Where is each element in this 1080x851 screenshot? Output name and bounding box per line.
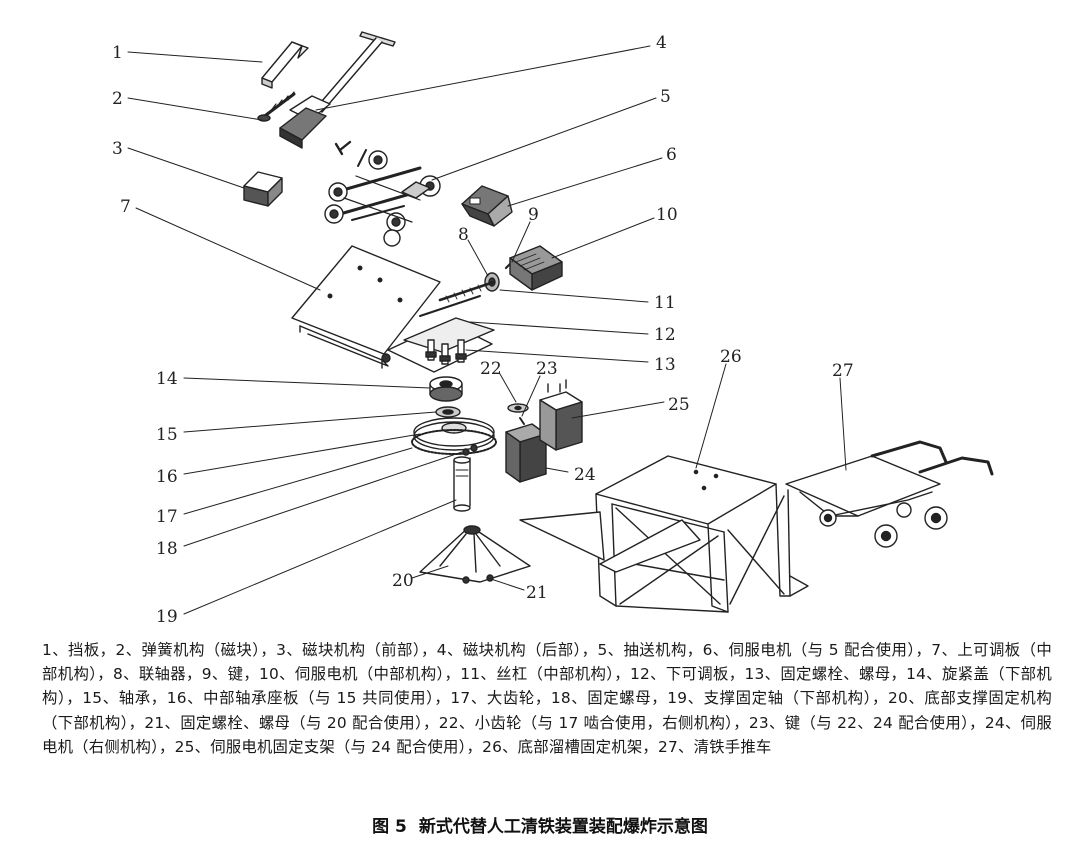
leader-12 — [469, 321, 649, 335]
leader-1 — [127, 51, 263, 63]
part-10-servo-motor-middle-drawing — [509, 245, 563, 291]
label-23: 23 — [536, 359, 558, 379]
label-4: 4 — [656, 33, 667, 53]
label-18: 18 — [156, 539, 178, 559]
label-12: 12 — [654, 325, 676, 345]
figure-number: 图 5 — [372, 817, 407, 837]
part-18-fixing-nuts-drawing — [462, 444, 478, 456]
leader-11 — [499, 289, 649, 303]
part-5-conveying-mechanism-drawing — [324, 140, 441, 247]
part-4-magnet-block-rear-drawing — [279, 31, 396, 149]
label-16: 16 — [156, 467, 178, 487]
leader-23 — [521, 375, 541, 417]
part-11-lead-screw-drawing — [438, 280, 496, 303]
part-13-fixing-bolts-drawing — [425, 339, 467, 365]
part-3-magnet-block-front-drawing — [243, 171, 283, 207]
label-17: 17 — [156, 507, 178, 527]
label-14: 14 — [156, 369, 178, 389]
label-9: 9 — [528, 205, 539, 225]
leader-26 — [695, 363, 727, 469]
part-2-spring-mechanism-drawing — [257, 91, 296, 122]
part-6-servo-motor-drawing — [461, 185, 513, 227]
leader-2 — [127, 97, 263, 121]
label-26: 26 — [720, 347, 742, 367]
leader-5 — [431, 97, 657, 181]
label-10: 10 — [656, 205, 678, 225]
leader-13 — [465, 349, 649, 363]
leader-6 — [507, 157, 663, 207]
label-27: 27 — [832, 361, 854, 381]
part-20-bottom-support-drawing — [419, 525, 531, 583]
leader-22 — [499, 373, 517, 403]
label-1: 1 — [112, 43, 123, 63]
leader-lines — [127, 45, 847, 615]
part-27-handcart-drawing — [785, 440, 994, 548]
leader-27 — [839, 377, 847, 471]
figure-title: 新式代替人工清铁装置装配爆炸示意图 — [418, 817, 708, 837]
leader-25 — [571, 401, 665, 419]
leader-8 — [467, 239, 489, 277]
exploded-assembly-diagram: 1 2 3 4 5 6 7 8 9 10 11 12 13 14 15 16 1… — [112, 31, 994, 627]
leader-14 — [183, 377, 431, 389]
part-22-small-gear-drawing — [507, 403, 529, 413]
leader-10 — [551, 217, 655, 259]
leader-20 — [411, 565, 449, 579]
leader-19 — [183, 499, 457, 615]
part-1-baffle-drawing — [261, 41, 309, 89]
label-2: 2 — [112, 89, 123, 109]
leader-9 — [511, 221, 531, 263]
label-15: 15 — [156, 425, 178, 445]
label-25: 25 — [668, 395, 690, 415]
leader-3 — [127, 147, 245, 189]
leader-24 — [545, 467, 569, 473]
label-21: 21 — [526, 583, 548, 603]
label-20: 20 — [392, 571, 414, 591]
label-24: 24 — [574, 465, 596, 485]
part-number-labels: 1 2 3 4 5 6 7 8 9 10 11 12 13 14 15 16 1… — [112, 33, 854, 627]
label-5: 5 — [660, 87, 671, 107]
figure-legend-text: 1、挡板，2、弹簧机构（磁块），3、磁块机构（前部），4、磁块机构（后部），5、… — [42, 641, 1052, 756]
part-14-tightening-cap-drawing — [429, 376, 463, 402]
label-6: 6 — [666, 145, 677, 165]
part-15-bearing-drawing — [435, 406, 461, 418]
part-25-motor-bracket-drawing — [539, 379, 583, 451]
label-11: 11 — [654, 293, 676, 313]
label-19: 19 — [156, 607, 178, 627]
label-7: 7 — [120, 197, 131, 217]
leader-16 — [183, 433, 421, 475]
leader-15 — [183, 411, 437, 433]
part-17-large-gear-drawing — [411, 429, 497, 455]
label-13: 13 — [654, 355, 676, 375]
leader-17 — [183, 447, 413, 515]
label-8: 8 — [458, 225, 469, 245]
label-22: 22 — [480, 359, 502, 379]
leader-7 — [135, 207, 321, 291]
leader-21 — [487, 577, 525, 591]
label-3: 3 — [112, 139, 123, 159]
leader-18 — [183, 451, 463, 547]
part-26-chute-frame-drawing — [519, 455, 809, 613]
part-19-support-shaft-drawing — [453, 456, 471, 512]
leader-4 — [315, 45, 651, 111]
part-23-key-drawing — [519, 417, 525, 425]
figure-caption: 图 5 新式代替人工清铁装置装配爆炸示意图 — [0, 812, 1080, 837]
